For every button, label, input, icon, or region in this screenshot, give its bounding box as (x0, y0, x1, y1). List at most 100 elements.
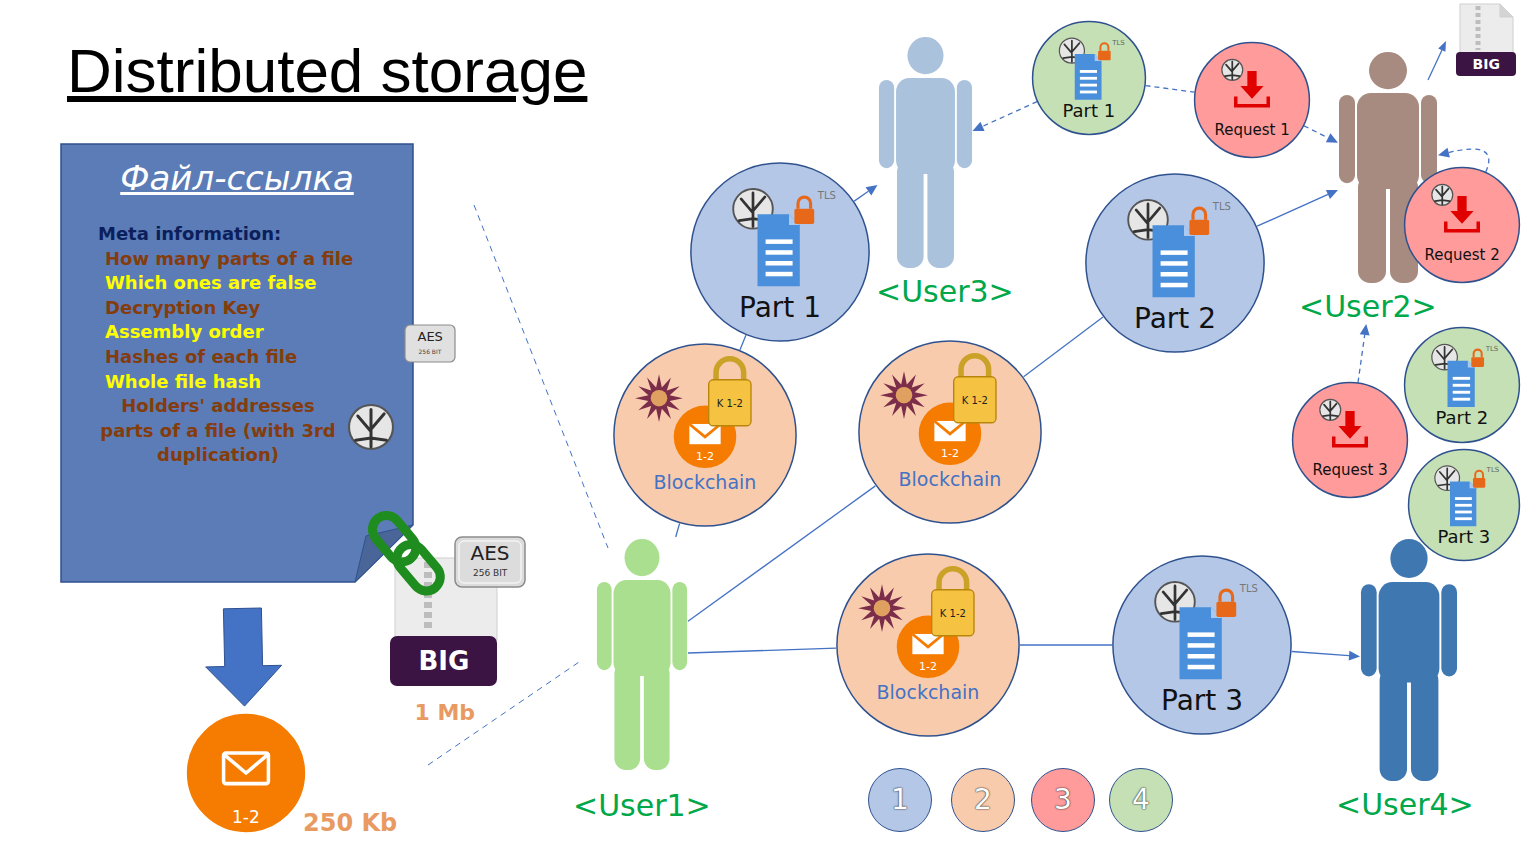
text-slot: Request 2 (1425, 247, 1500, 264)
file-page (1460, 4, 1513, 56)
key-lock-icon (932, 590, 974, 636)
document-line (1453, 391, 1470, 394)
part-reply-circle: TLS Part 2 (1404, 327, 1520, 443)
text-slot: Part 3 (1438, 527, 1491, 548)
part-name: Part 3 (1161, 685, 1243, 717)
lock-icon (794, 209, 814, 224)
envelope-icon (934, 421, 965, 441)
person-arm (956, 80, 971, 168)
connector (1292, 651, 1360, 661)
person-figure (596, 537, 688, 772)
mask-icon (858, 584, 906, 632)
document-line (1455, 504, 1472, 507)
file-band (1456, 52, 1516, 76)
person-arm (1441, 584, 1457, 676)
mask-icon (896, 387, 913, 404)
key-tag: K 1-2 (962, 395, 988, 407)
connector-line (1358, 335, 1365, 383)
aes-subtext: 256 BIT (419, 349, 442, 356)
connector (688, 648, 836, 653)
request-circle: Request 1 (1194, 42, 1310, 158)
meta-item: Assembly order (105, 320, 405, 345)
connector (676, 523, 680, 537)
zoom-line (474, 205, 608, 548)
lock-icon (1220, 590, 1233, 602)
document-line (1080, 91, 1097, 94)
tls-tag: TLS (818, 190, 836, 202)
person-body (613, 580, 670, 676)
person-head (1369, 52, 1407, 89)
tree-icon (1435, 186, 1450, 204)
document-icon (1075, 54, 1102, 100)
envelope-number: 1-2 (232, 808, 260, 828)
text-slot: TLS (1240, 583, 1258, 595)
user-figure: <User1> (557, 537, 727, 828)
arrow-head (1326, 190, 1338, 199)
circle-shape (1194, 42, 1310, 158)
circle-outline (1195, 43, 1310, 158)
lock-icon (1475, 471, 1483, 478)
arrow-head (1349, 651, 1360, 661)
text-slot: BIG (1473, 56, 1500, 72)
circle-outline (614, 344, 796, 526)
arrow-head (1360, 324, 1370, 336)
document-icon (1153, 225, 1195, 297)
part-name: Part 2 (1436, 408, 1489, 429)
connector (1358, 324, 1370, 383)
person-arm (1421, 95, 1437, 183)
text-slot: <User4> (1336, 788, 1474, 823)
meta-item: Whole file hash (105, 370, 405, 395)
user-figure: <User4> (1324, 537, 1494, 827)
mask-icon (880, 371, 928, 419)
envelope-icon (224, 753, 269, 784)
file-zipper (1476, 6, 1481, 50)
meta-heading: Meta information: (98, 222, 398, 247)
request-circle: Request 2 (1404, 167, 1520, 283)
request-name: Request 3 (1313, 462, 1388, 479)
download-arrow (1428, 50, 1442, 80)
tls-tag: TLS (1486, 345, 1499, 353)
blockchain-circle: K 1-21-2Blockchain (613, 343, 797, 527)
document-line (1188, 632, 1215, 637)
part-name: Part 3 (1438, 527, 1491, 548)
circle-shape (858, 340, 1042, 524)
legend-number: 2 (974, 784, 992, 816)
text-slot: <User1> (573, 789, 711, 824)
envelope-number: 1-2 (941, 448, 959, 461)
person-body (896, 78, 955, 174)
connector-line (1292, 652, 1349, 656)
document-line (1453, 384, 1470, 387)
connector-line (1146, 86, 1195, 93)
text-slot: TLS (818, 190, 836, 202)
aes-text: AES (418, 330, 443, 345)
envelope-number: 1-2 (919, 661, 937, 674)
user-name: <User3> (876, 275, 1014, 310)
connector (1257, 190, 1338, 226)
download-icon (1450, 196, 1473, 224)
request-name: Request 2 (1425, 247, 1500, 264)
text-slot: 1-2 (919, 661, 937, 674)
document-line (1455, 497, 1472, 500)
circle-outline (1086, 174, 1264, 352)
chain-icon (367, 510, 446, 597)
text-slot: <User2> (1299, 290, 1437, 325)
file-link-title: Файл-ссылка (61, 158, 413, 198)
person-leg (897, 160, 924, 268)
meta-item: Which ones are false (105, 271, 405, 296)
person-arm (1361, 584, 1377, 676)
document-icon (1450, 481, 1476, 526)
blockchain-circle: K 1-21-2Blockchain (858, 340, 1042, 524)
text-slot: BIG (419, 647, 470, 677)
connector-line (983, 102, 1038, 127)
lock-icon (1098, 51, 1111, 61)
text-slot: Distributed storage (67, 35, 587, 106)
key-lock-icon (709, 380, 751, 426)
file-type: BIG (1473, 56, 1500, 72)
text-slot: 4 (1132, 784, 1150, 816)
request-name: Request 1 (1215, 122, 1290, 139)
person-figure (1360, 537, 1458, 783)
file-fold (1500, 4, 1513, 17)
text-slot: 1-2 (696, 451, 714, 464)
person-leg (1380, 668, 1407, 781)
download-icon (1240, 71, 1263, 99)
